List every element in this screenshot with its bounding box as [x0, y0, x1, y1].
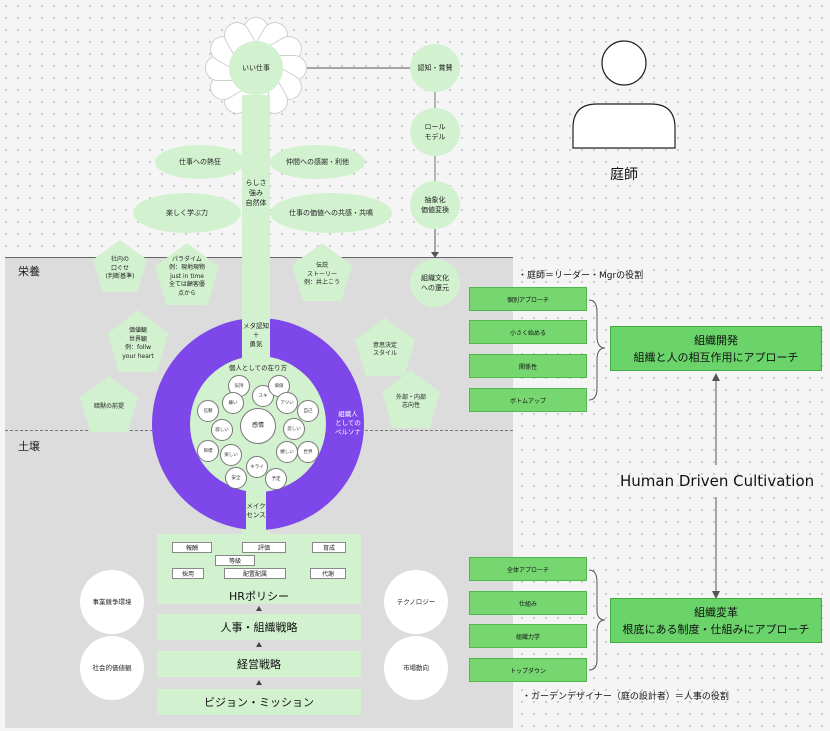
leaf-value-empathy: 仕事の価値への共感・共鳴 — [270, 193, 392, 233]
org-change-title: 組織変革 — [694, 605, 738, 619]
chain-abstraction: 抽象化 価値変換 — [410, 181, 460, 229]
leaf-learning: 楽しく学ぶ力 — [133, 193, 241, 233]
center-title: Human Driven Cultivation — [620, 472, 815, 490]
org-development-subtitle: 組織と人の相互作用にアプローチ — [633, 350, 799, 364]
emotion-item: 自己 — [297, 400, 319, 422]
hr-tag-hiring: 採用 — [172, 568, 204, 579]
emotion-item: キライ — [246, 456, 268, 478]
inner-title: 個人としての在り方 — [228, 364, 288, 372]
hr-tag-turnover: 代謝 — [310, 568, 346, 579]
flower-center: いい仕事 — [229, 41, 283, 95]
chain-role-model: ロール モデル — [410, 108, 460, 156]
emotion-item: 嬉しい — [276, 441, 298, 463]
approach-top-down: トップダウン — [469, 658, 587, 682]
hr-tag-placement: 配置配属 — [224, 568, 286, 579]
hr-policy-title: HRポリシー — [229, 590, 289, 603]
bar-management-strategy: 経営戦略 — [157, 651, 361, 677]
hr-tag-reward: 報酬 — [172, 542, 212, 553]
note-designer-role: ・ガーデンデザイナー（庭の設計者）＝人事の役割 — [522, 692, 729, 702]
chain-recognition: 認知・賞賛 — [410, 44, 460, 92]
approach-holistic: 全体アプローチ — [469, 557, 587, 581]
approach-mechanism: 仕組み — [469, 591, 587, 615]
ring-bottom-label: メイク センス — [246, 502, 266, 519]
person-icon — [572, 40, 676, 149]
approach-start-small: 小さく始める — [469, 320, 587, 344]
approach-relationship: 関係性 — [469, 354, 587, 378]
emotion-item: 目標 — [197, 440, 219, 462]
emotion-item: 寂しい — [211, 419, 233, 441]
env-business-competition: 事業競争環境 — [80, 570, 144, 634]
approach-bottom-up: ボトムアップ — [469, 388, 587, 412]
emotion-item: 嫌い — [222, 392, 244, 414]
leaf-passion: 仕事への熱狂 — [155, 145, 245, 179]
leaf-gratitude: 仲間への感謝・利他 — [270, 145, 365, 179]
env-social-values: 社会的価値観 — [80, 636, 144, 700]
note-gardener-role: ・庭師＝リーダー・Mgrの役割 — [518, 271, 644, 281]
nutrition-label: 栄養 — [18, 265, 40, 278]
hr-tag-grade: 等級 — [215, 555, 255, 566]
emotion-center: 感情 — [240, 408, 276, 444]
hr-tag-development: 育成 — [312, 542, 346, 553]
org-change-box: 組織変革 根底にある制度・仕組みにアプローチ — [610, 598, 822, 643]
chain-culture: 組織文化 への還元 — [410, 259, 460, 307]
emotion-item: 楽しい — [220, 444, 242, 466]
env-technology: テクノロジー — [384, 570, 448, 634]
emotion-item: 悲しい — [283, 418, 305, 440]
ring-top-label: メタ認知 ＋ 勇気 — [243, 322, 269, 348]
org-development-box: 組織開発 組織と人の相互作用にアプローチ — [610, 326, 822, 371]
stem-label: らしさ 強み 自然体 — [245, 179, 267, 207]
emotion-item: 信頼 — [197, 400, 219, 422]
emotion-item: 安全 — [225, 467, 247, 489]
emotion-item: 世界 — [297, 441, 319, 463]
approach-individual: 個別アプローチ — [469, 287, 587, 311]
soil-label: 土壌 — [18, 440, 40, 453]
ring-right-label: 組織人 としての ペルソナ — [335, 410, 361, 436]
gardener-label: 庭師 — [610, 167, 638, 183]
approach-org-dynamics: 組織力学 — [469, 624, 587, 648]
bar-hr-strategy: 人事・組織戦略 — [157, 614, 361, 640]
emotion-item: 予定 — [265, 468, 287, 490]
stem-through-ring-bottom — [246, 484, 266, 530]
emotion-item: アツい — [276, 392, 298, 414]
org-change-subtitle: 根底にある制度・仕組みにアプローチ — [622, 622, 810, 636]
org-development-title: 組織開発 — [694, 333, 738, 347]
bar-vision-mission: ビジョン・ミッション — [157, 689, 361, 715]
hr-tag-evaluation: 評価 — [242, 542, 286, 553]
env-market-trend: 市場動向 — [384, 636, 448, 700]
